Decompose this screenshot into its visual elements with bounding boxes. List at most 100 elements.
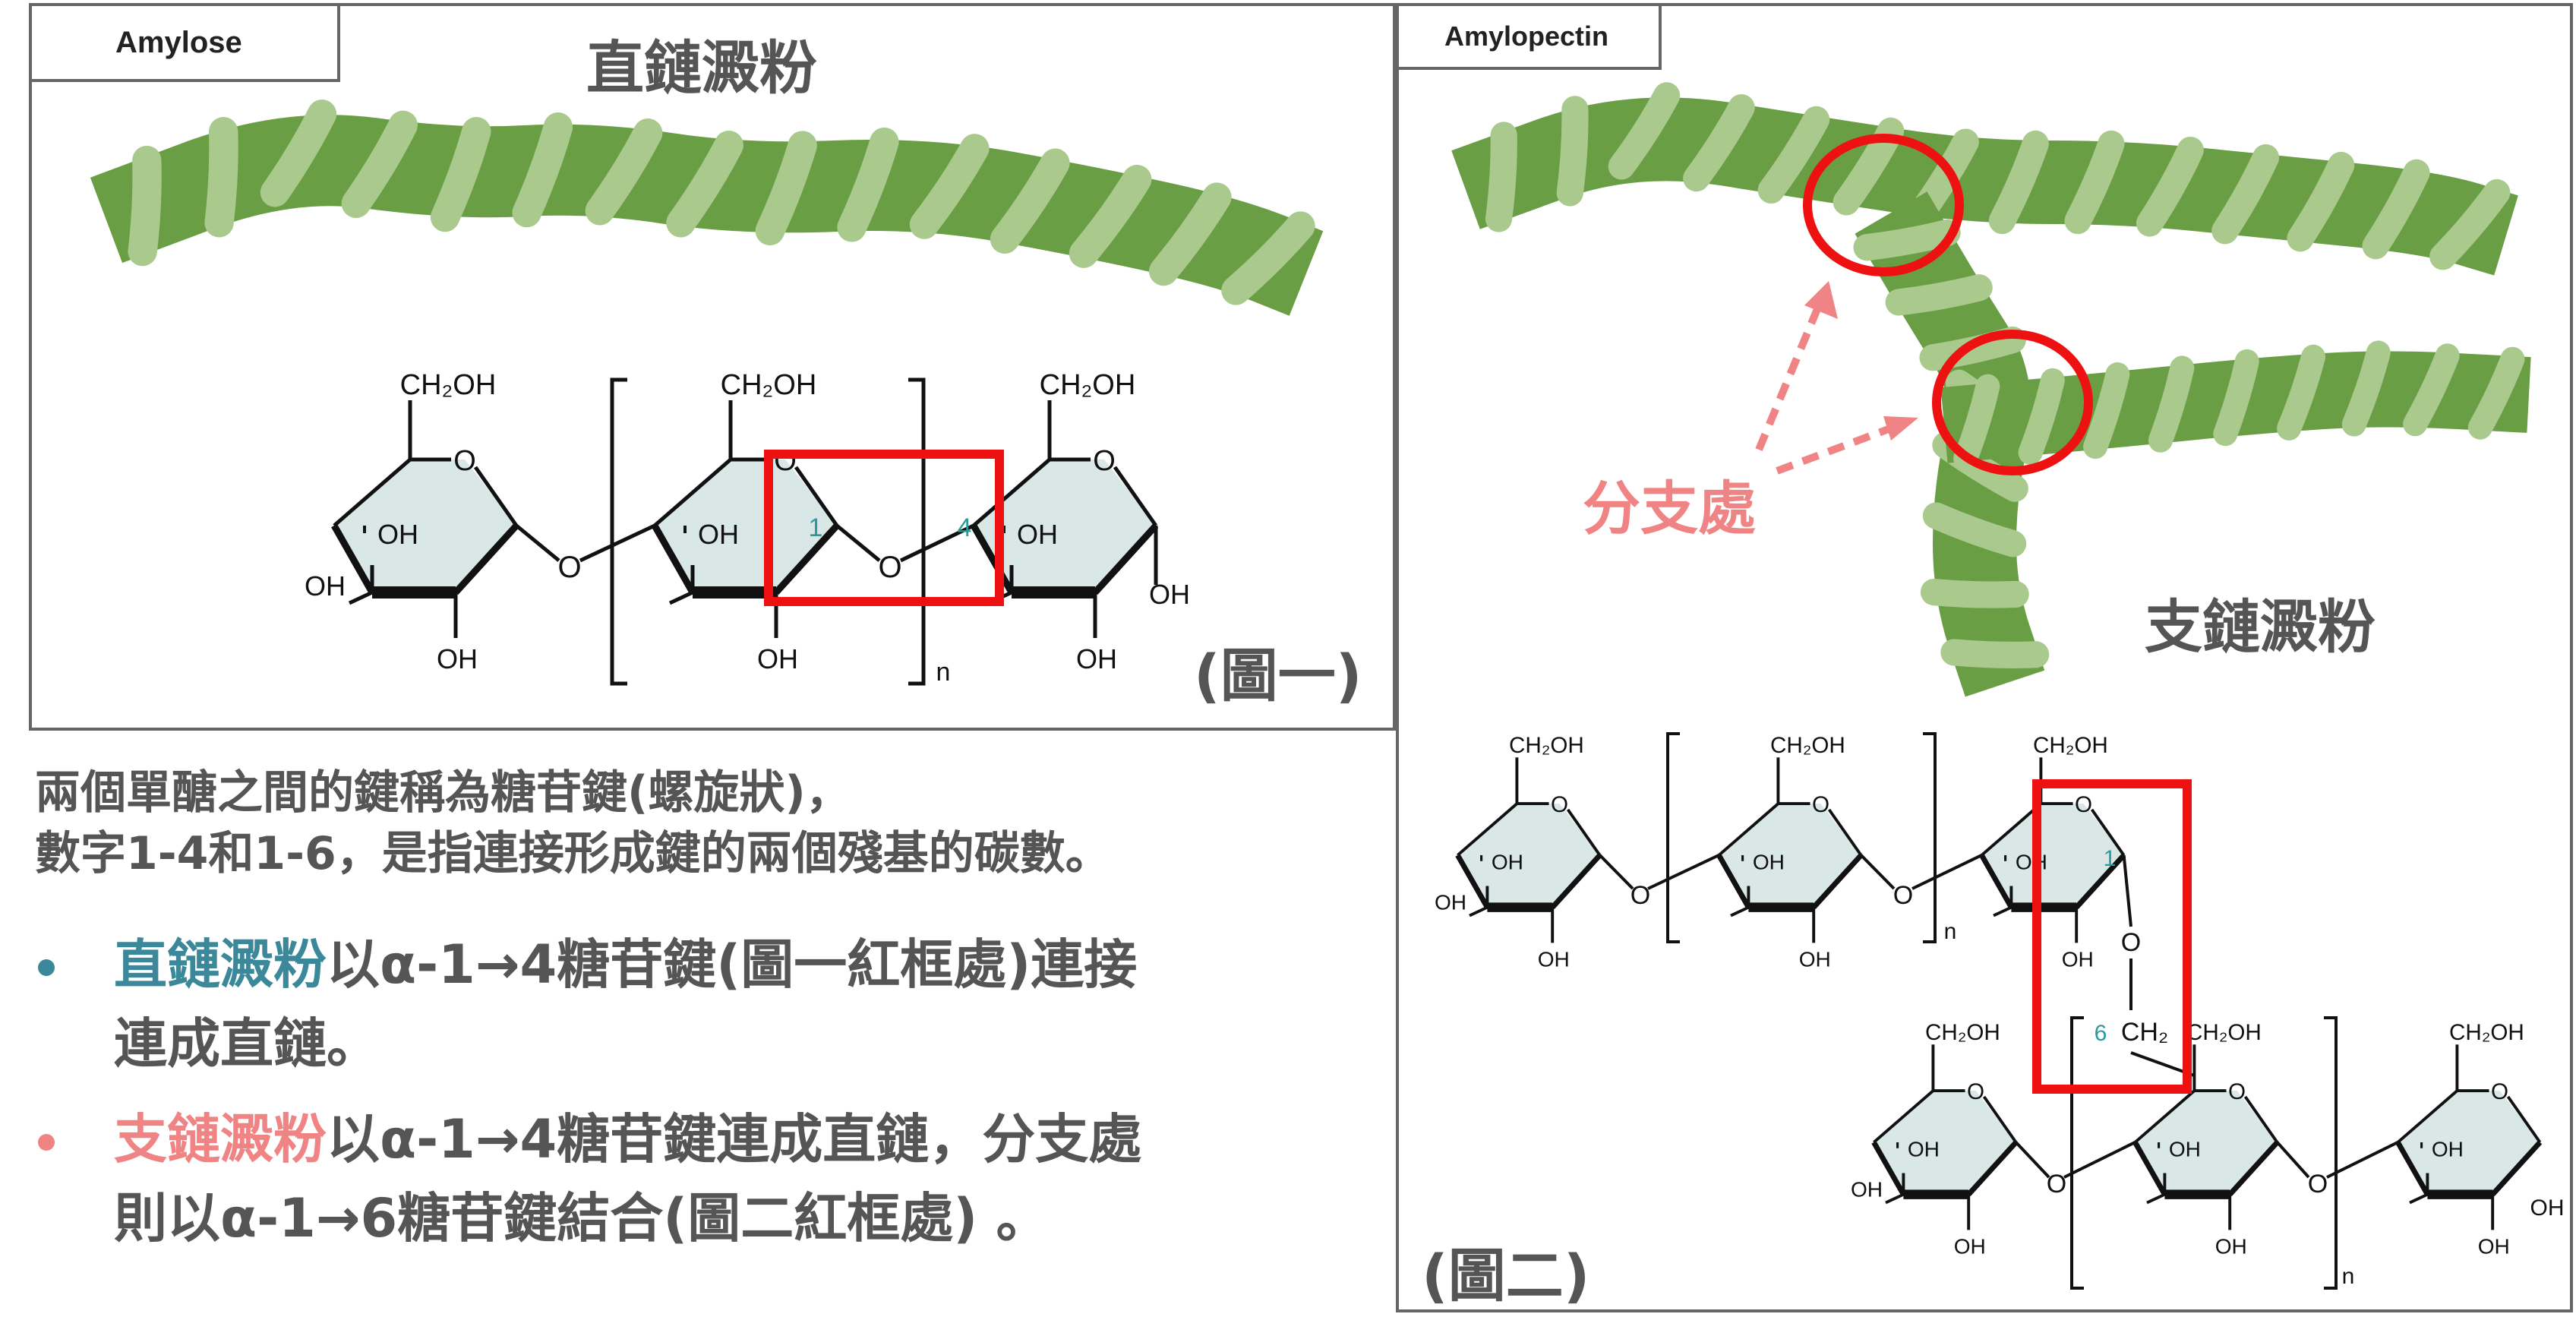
helix-twist [2018,368,2065,465]
amylopectin-bot-r3-oh-right-label: OH [2530,1195,2565,1221]
amylopectin-bot-r3-ring [2395,1044,2543,1230]
helix-twist [204,117,238,238]
amylose-bracket-right [908,377,926,686]
amylose-r2-ch2oh-label: CH₂OH [721,369,817,401]
branch-arrow-1 [1755,295,1826,451]
helix-twist [585,118,663,226]
ring-edge [2090,808,2126,857]
amylose-r3-ch2oh-label: CH₂OH [1040,369,1136,401]
ring-edge [1982,1095,2018,1144]
ring-stem [1993,905,2012,918]
amylopectin-top-r1-ch2oh-label: CH₂OH [1509,733,1584,758]
amylopectin-top-r2-ring [1716,757,1864,943]
ring-edge [1566,808,1602,857]
helix-twist [2403,343,2460,437]
amylopectin-bot-r2-oh-inner-label: OH [2169,1138,2201,1161]
ring-edge [1550,853,1602,909]
amylose-carbon-1-label: 1 [809,513,823,542]
helix-twist [2287,151,2355,252]
ring-stem [2409,1192,2429,1205]
ring-stem [1469,905,1488,918]
helix-twist [1988,130,2049,235]
bullet-dot [38,959,55,976]
amylopectin-bot-r3-ch2oh-label: CH₂OH [2449,1020,2524,1045]
ring-fill [334,460,516,592]
amylose-bridge-line [579,523,656,563]
amylose-ribbon [90,99,1324,316]
amylopectin-tag-text: Amylopectin [1444,21,1609,52]
helix-twist [1953,374,2000,471]
ring-edge [2132,1141,2167,1196]
helix-twist [512,112,573,228]
amylopectin-top-bridge-o-2: O [1893,881,1913,910]
helix-twist [1148,182,1232,286]
amylopectin-bot-r1-ring-o-label: O [1967,1079,1984,1104]
helix-twist [1757,106,1830,204]
ring-stem [348,590,374,605]
figure-1-label: (圖一) [1194,642,1362,709]
amylopectin-top-r1-oh-bottom-label: OH [1538,948,1570,971]
amylopectin-title: 支鏈澱粉 [2145,593,2376,661]
amylopectin-bridge-line [2015,1141,2050,1179]
branch-circle-upper [1803,134,1964,276]
amylose-tag: Amylose [32,6,340,82]
amylopectin-bridge-line [2326,1141,2399,1179]
ring-edge [1113,466,1158,527]
helix-twist [2136,136,2204,237]
ring-edge [653,458,732,527]
ring-fill [1457,804,1600,908]
amylose-panel: Amylose 直鏈澱粉 (圖一) [29,3,1396,731]
branch-arrow-2 [1776,422,1900,475]
amylopectin-bot-r1-ch2oh-label: CH₂OH [1925,1020,2000,1045]
bullet-amylose-line-1: 直鏈澱粉以α-1→4糖苷鍵(圖一紅框處)連接 [114,925,1137,1004]
branch-point-label: 分支處 [1583,475,1756,542]
ring-stem [2146,1192,2166,1205]
bullet-dot [38,1134,55,1151]
helix-twist [1608,82,1681,180]
amylose-r1-ch2oh-label: CH₂OH [400,369,497,401]
amylose-bridge-o-1: O [557,551,581,584]
amylopectin-top-r3-ring-o-label: O [2075,792,2092,817]
amylose-bridge-line [835,524,881,562]
amylopectin-top-r1-oh-inner-label: OH [1492,851,1523,874]
helix-twist [2083,362,2130,460]
amylose-r3-ring-o-label: O [1093,445,1116,477]
helix-twist [2341,340,2391,437]
helix-twist [1919,326,2026,371]
helix-twist [1221,211,1315,305]
ring-edge [1092,523,1159,595]
amylopectin-top-bracket-right [1923,732,1937,943]
amylopectin-top-r2-ring-o-label: O [1812,792,1829,817]
amylose-bond-highlight-box [764,450,1004,606]
amylose-r3-oh-inner-label: OH [1017,519,1058,550]
amylopectin-bot-r3-ring-o-label: O [2491,1079,2508,1104]
bullet-amylopectin: 支鏈澱粉以α-1→4糖苷鍵連成直鏈，分支處 則以α-1→6糖苷鍵結合(圖二紅框處… [35,1100,1387,1267]
helix-twist [909,134,990,239]
bullet-amylopectin-line-2: 則以α-1→6糖苷鍵結合(圖二紅框處) 。 [114,1187,1050,1249]
amylopectin-bridge-line [1911,854,1983,890]
amylopectin-top-r1-ring [1455,757,1602,943]
amylopectin-top-r3-oh-bottom-label: OH [2062,948,2094,971]
bullet-amylopectin-line-1: 支鏈澱粉以α-1→4糖苷鍵連成直鏈，分支處 [114,1100,1141,1179]
branch-arrowhead-1 [1804,281,1838,319]
ring-edge [1873,1089,1934,1144]
ring-fill [2135,1091,2278,1195]
amylose-carbon-4-label: 4 [958,513,972,542]
helix-twist [430,116,491,232]
amylopectin-bot-r2-ring [2132,1044,2280,1230]
ring-edge [1811,853,1864,909]
amylopectin-top-bridge-o-1: O [1631,881,1650,910]
amylose-tag-text: Amylose [115,25,242,59]
amylose-r1-oh-left-label: OH [305,570,346,602]
amylopectin-16-line [2122,854,2132,927]
helix-twist [2064,130,2125,235]
amylose-bridge-line [899,523,975,563]
ring-edge [794,466,839,527]
ring-edge [1716,854,1751,909]
amylopectin-top-r1-ring-o-label: O [1551,792,1568,817]
branch-circle-lower [1932,330,2093,475]
description: 兩個單醣之間的鍵稱為糖苷鍵(螺旋狀)， 數字1-4和1-6，是指連接形成鍵的兩個… [35,763,1111,884]
helix-twist [1485,122,1517,232]
ring-edge [652,523,696,595]
ring-stem [1885,1192,1905,1205]
